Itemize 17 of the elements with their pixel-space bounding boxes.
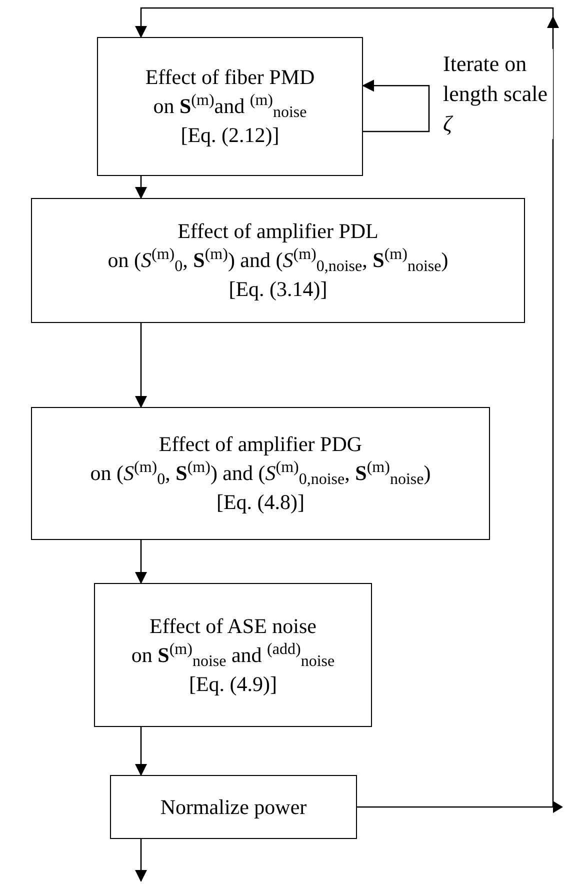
box-text: Effect of fiber PMD <box>145 64 315 91</box>
process-box <box>31 198 525 323</box>
box-text: [Eq. (3.14)] <box>228 276 328 303</box>
box-text: Normalize power <box>160 794 307 820</box>
box-text: on (S$^{(m)}$$_{0}$, S$^{(m)}$) and (S$^{(m)}$$_{0,noise}$, S$^{(m)}$$_{noise}$) <box>90 459 431 488</box>
process-box <box>110 775 357 839</box>
box-text: Effect of amplifier PDG <box>158 431 362 458</box>
box-text: [Eq. (4.9)] <box>188 670 278 698</box>
box-text: Effect of ASE noise <box>150 612 316 640</box>
box-text: Effect of amplifier PDL <box>178 218 378 245</box>
process-box <box>94 583 372 727</box>
edge-label: Iterate on length scale ζ <box>443 49 553 139</box>
box-text: [Eq. (4.8)] <box>216 489 305 516</box>
box-text: [Eq. (2.12)] <box>180 122 280 149</box>
process-box <box>97 37 363 176</box>
box-text: on (S$^{(m)}$$_{0}$, S$^{(m)}$) and (S$^{(m)}$$_{0,noise}$, S$^{(m)}$$_{noise}$) <box>108 246 448 275</box>
process-box <box>31 407 490 540</box>
